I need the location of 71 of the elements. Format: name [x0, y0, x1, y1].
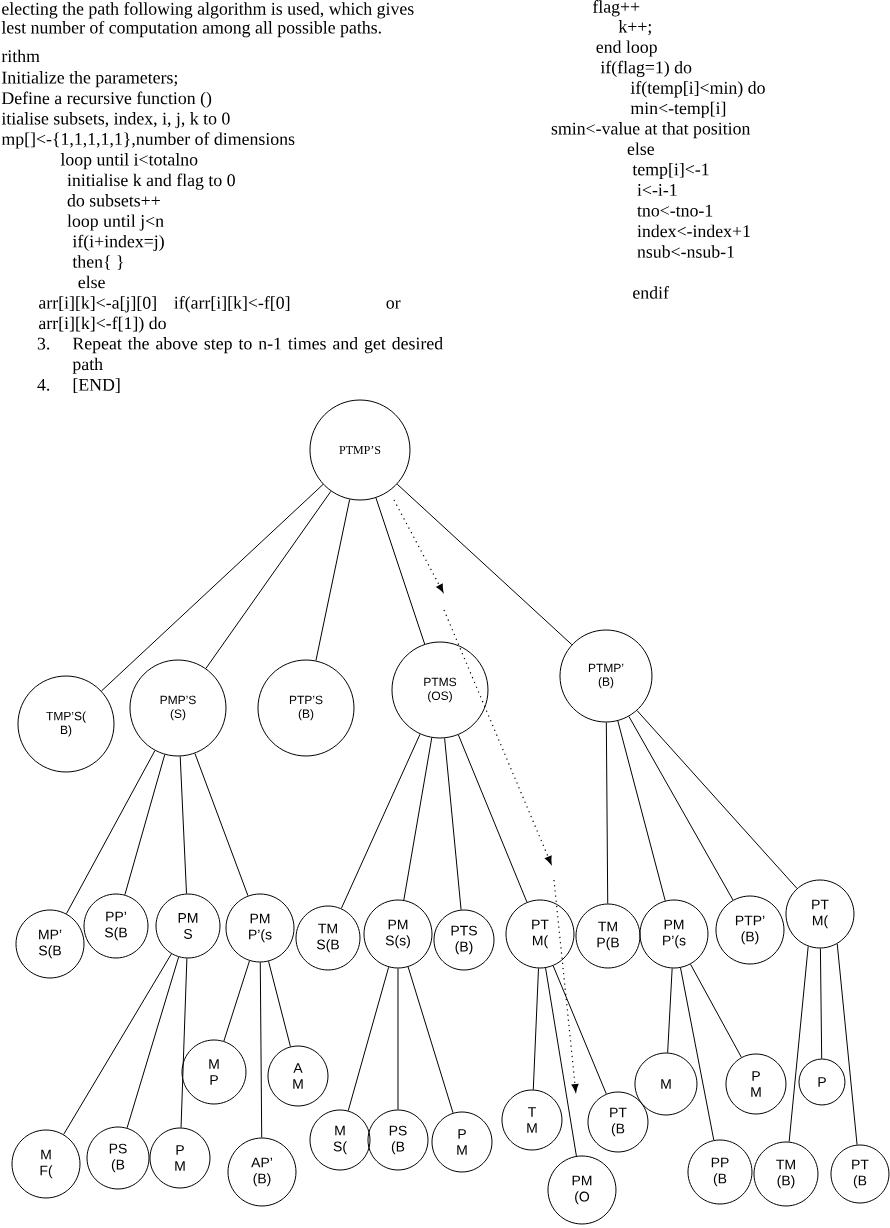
- code-text: min<-temp[i]: [630, 101, 726, 118]
- connector-line: [268, 960, 291, 1047]
- body-text: electing the path following algorithm is used, which gives: [2, 2, 414, 19]
- code-text: endif: [633, 286, 669, 299]
- connector-line: [124, 754, 166, 896]
- code-text: if(temp[i]<min) do: [630, 81, 765, 98]
- connector-line: [375, 497, 426, 645]
- connector-line: [788, 945, 809, 1143]
- code-text: arr[i][k]<-a[j][0]: [39, 296, 156, 313]
- connector-line: [819, 948, 823, 1059]
- connector-line: [101, 483, 324, 692]
- connector-line: [532, 967, 539, 1091]
- code-text: if(arr[i][k]<-f[0]: [174, 296, 290, 313]
- code-text: arr[i][k]<-f[1]) do: [39, 316, 166, 333]
- connector-line: [403, 737, 433, 901]
- code-text: tno<-tno-1: [637, 204, 713, 217]
- code-text: smin<-value at that position: [551, 122, 751, 139]
- connector-line: [180, 958, 188, 1128]
- code-text: if(i+index=j): [72, 234, 164, 251]
- connector-line: [347, 966, 390, 1112]
- code-text: loop until i<totalno: [60, 153, 198, 170]
- connector-line: [396, 483, 573, 646]
- list-number: 3.: [37, 337, 50, 350]
- connector-line: [667, 967, 673, 1054]
- code-text: then{ }: [72, 255, 123, 270]
- connector-line: [545, 967, 577, 1157]
- code-text: else: [78, 275, 105, 289]
- code-text: Initialize the parameters;: [2, 71, 177, 88]
- code-text: initialise k and flag to 0: [67, 173, 235, 190]
- connector-line: [628, 715, 734, 901]
- connector-line: [457, 734, 528, 903]
- code-text: if(flag=1) do: [600, 60, 692, 78]
- code-text: nsub<-nsub-1: [637, 245, 734, 258]
- connector-line: [65, 750, 156, 915]
- code-text: Define a recursive function (): [1, 91, 212, 108]
- code-text: end loop: [596, 40, 657, 57]
- connector-line: [315, 498, 351, 662]
- code-text: flag++: [592, 0, 640, 17]
- connector-line: [617, 720, 666, 902]
- connector-line: [690, 963, 742, 1058]
- list-text: Repeat the above step to n-1 times and get desired path: [72, 337, 443, 374]
- code-text: i<-i-1: [637, 184, 677, 196]
- connector-line: [397, 968, 399, 1110]
- code-text: loop until j<n: [67, 214, 164, 231]
- code-text: [END]: [73, 378, 120, 393]
- connector-line: [126, 956, 180, 1129]
- connector-line: [605, 722, 609, 904]
- connector-line: [636, 710, 798, 889]
- connector-line: [836, 943, 858, 1146]
- list-number: 4.: [37, 378, 50, 391]
- connector-line: [407, 966, 454, 1114]
- connector-line: [680, 967, 715, 1141]
- code-text: k++;: [618, 20, 651, 36]
- connector-line: [194, 752, 249, 897]
- code-text: temp[i]<-1: [632, 162, 709, 179]
- connector-line: [205, 490, 332, 669]
- code-text: or: [386, 300, 401, 309]
- connector-line: [552, 965, 607, 1095]
- body-text: lest number of computation among all possible paths.: [1, 20, 381, 38]
- connector-line: [259, 962, 263, 1138]
- code-text: do subsets++: [67, 194, 160, 207]
- connector-line: [179, 755, 187, 895]
- code-text: itialise subsets, index, i, j, k to 0: [1, 112, 230, 129]
- code-text: else: [627, 142, 655, 155]
- heading-text: rithm: [1, 49, 40, 63]
- connector-line: [340, 733, 421, 909]
- code-text: index<-index+1: [637, 224, 750, 238]
- connector-line: [63, 953, 172, 1135]
- connector-line: [223, 960, 250, 1042]
- connector-line: [444, 737, 462, 911]
- code-text: mp[]<-{1,1,1,1,1},number of dimensions: [1, 132, 295, 149]
